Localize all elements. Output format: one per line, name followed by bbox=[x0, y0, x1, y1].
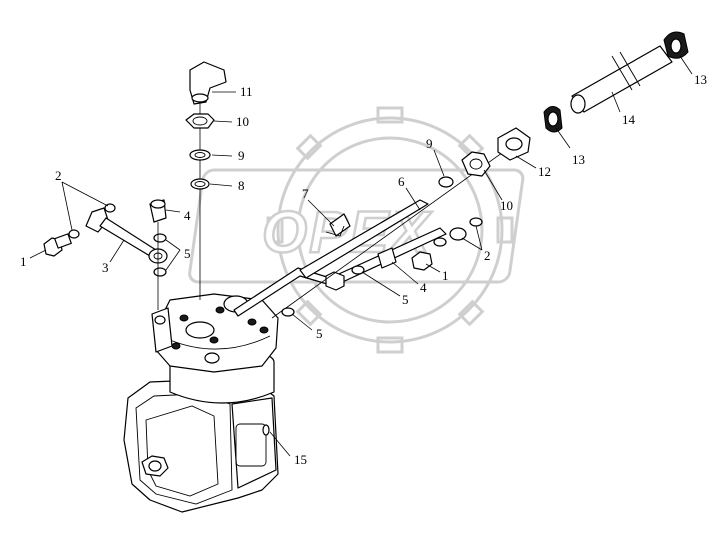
callout-13-right: 13 bbox=[694, 72, 707, 87]
callout-1-left: 1 bbox=[20, 254, 27, 269]
callout-2-left: 2 bbox=[55, 168, 62, 183]
callout-11: 11 bbox=[240, 84, 253, 99]
callout-3: 3 bbox=[102, 260, 109, 275]
callout-13-middle: 13 bbox=[572, 152, 585, 167]
vertical-fitting-stack bbox=[185, 61, 227, 300]
callout-10-top: 10 bbox=[236, 114, 249, 129]
hose-and-clamps bbox=[543, 31, 689, 133]
callout-6: 6 bbox=[398, 174, 405, 189]
callout-4-top: 4 bbox=[184, 208, 191, 223]
callout-1-right: 1 bbox=[442, 268, 449, 283]
callout-10-right: 10 bbox=[500, 198, 513, 213]
callout-5-bottom: 5 bbox=[316, 326, 323, 341]
right-fitting-group bbox=[271, 127, 531, 319]
left-fitting-group bbox=[43, 199, 168, 310]
callout-labels: 1 2 3 4 5 8 9 10 11 7 6 9 10 12 13 13 14… bbox=[20, 72, 707, 467]
leader-lines bbox=[29, 55, 693, 457]
callout-9-top: 9 bbox=[238, 148, 245, 163]
callout-5-middle: 5 bbox=[402, 292, 409, 307]
callout-15: 15 bbox=[294, 452, 307, 467]
callout-14: 14 bbox=[622, 112, 636, 127]
callout-4-right: 4 bbox=[420, 280, 427, 295]
callout-12: 12 bbox=[538, 164, 551, 179]
callout-8: 8 bbox=[238, 178, 245, 193]
callout-5-left: 5 bbox=[184, 246, 191, 261]
callout-7: 7 bbox=[302, 186, 309, 201]
callout-2-right: 2 bbox=[484, 248, 491, 263]
callout-9-right: 9 bbox=[426, 136, 433, 151]
compressor-body bbox=[123, 293, 279, 513]
